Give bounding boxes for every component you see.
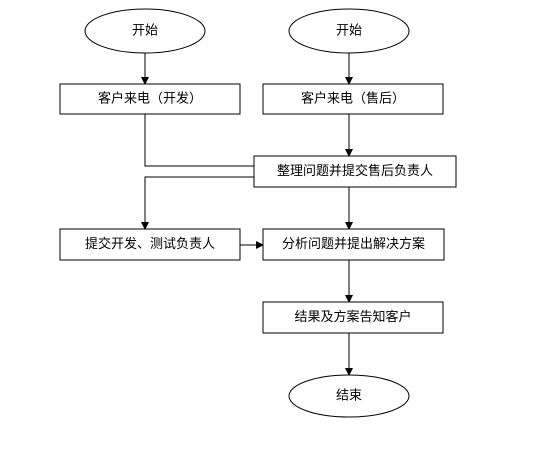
start-right-label: 开始 (336, 24, 362, 39)
end-label: 结束 (336, 389, 362, 404)
node-start-right: 开始 (288, 8, 410, 54)
analyze-label: 分析问题并提出解决方案 (282, 236, 425, 252)
edge-call-dev-to-organize (144, 114, 264, 170)
start-left-label: 开始 (132, 24, 158, 39)
call-service-shape (262, 83, 444, 115)
node-submit-dev: 提交开发、测试负责人 (59, 228, 241, 261)
node-end: 结束 (288, 374, 410, 418)
call-dev-label: 客户来电（开发） (98, 91, 202, 107)
node-organize: 整理问题并提交售后负责人 (253, 155, 457, 188)
node-analyze: 分析问题并提出解决方案 (262, 228, 445, 261)
submit-dev-label: 提交开发、测试负责人 (85, 236, 215, 252)
call-service-label: 客户来电（售后） (301, 91, 405, 107)
node-start-left: 开始 (84, 8, 206, 54)
end-shape (288, 374, 410, 418)
organize-shape (253, 155, 457, 188)
nodes: 开始 开始 客户来电（开发） 客户来电（售后） 整理问题并提交售后负责人 提交开… (59, 8, 457, 418)
submit-dev-shape (59, 228, 241, 261)
inform-shape (262, 301, 444, 334)
edges (141, 53, 353, 376)
analyze-shape (262, 228, 445, 261)
inform-label: 结果及方案告知客户 (294, 309, 411, 325)
organize-label: 整理问题并提交售后负责人 (277, 163, 433, 179)
node-call-service: 客户来电（售后） (262, 83, 444, 115)
node-inform: 结果及方案告知客户 (262, 301, 444, 334)
node-call-dev: 客户来电（开发） (59, 83, 241, 115)
call-dev-shape (59, 83, 241, 115)
start-left-shape (84, 8, 206, 54)
edge-organize-to-submit-dev (141, 176, 254, 230)
start-right-shape (288, 8, 410, 54)
